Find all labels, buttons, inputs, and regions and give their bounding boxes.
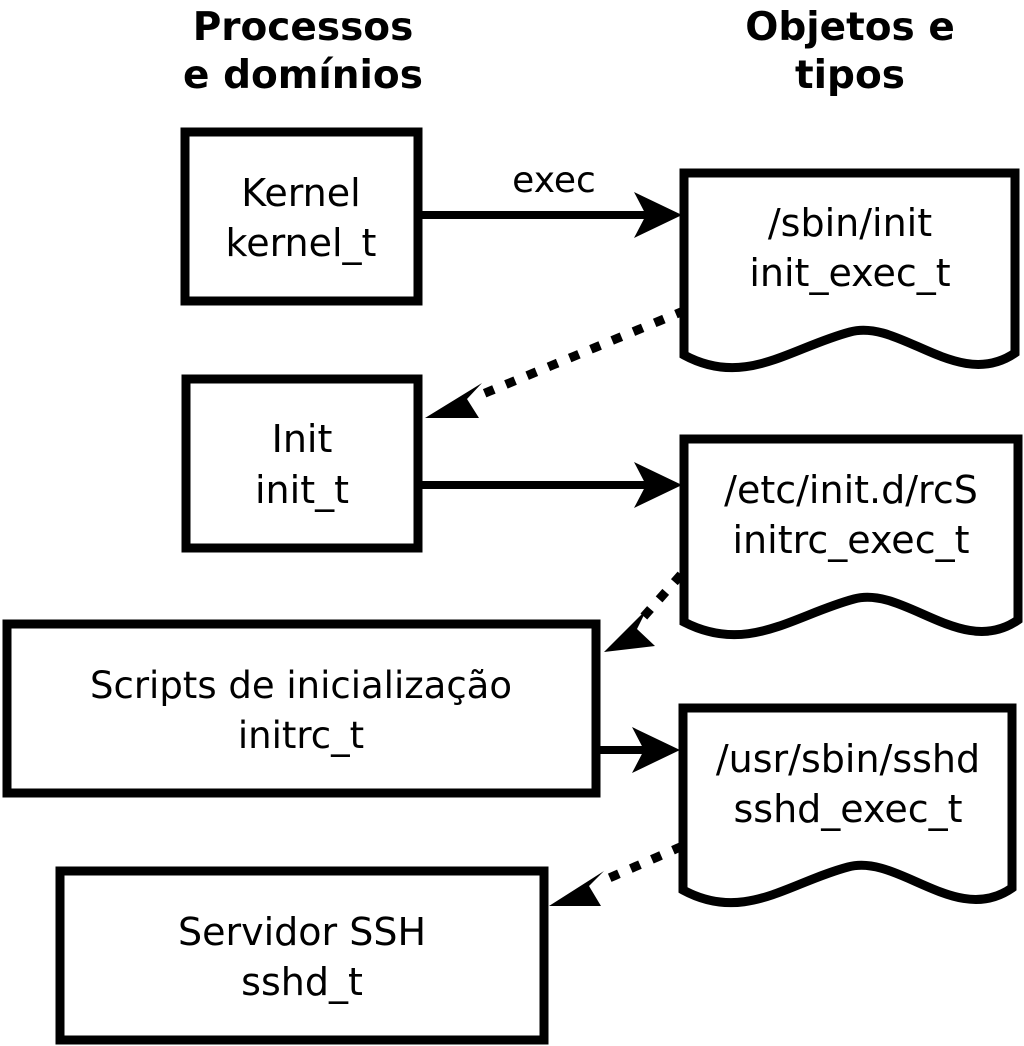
- node-initrc-type: initrc_t: [238, 714, 364, 757]
- node-kernel-box[interactable]: [180, 127, 423, 306]
- arrow-head-init-to-initrc-exec: [634, 462, 682, 508]
- node-kernel-type: kernel_t: [226, 221, 377, 265]
- node-init-box[interactable]: [181, 374, 423, 553]
- edge-line-initrc-exec-to-initrc: [632, 571, 685, 629]
- node-init-type: init_t: [255, 468, 349, 512]
- node-init-exec-doc-shape[interactable]: [679, 168, 1020, 373]
- node-sshd-exec-doc-shape[interactable]: [678, 703, 1017, 908]
- node-sshd-exec[interactable]: /usr/sbin/sshd sshd_exec_t: [678, 703, 1017, 908]
- node-initrc-exec-path: /etc/init.d/rcS: [724, 468, 978, 512]
- edge-label-exec: exec: [512, 160, 596, 201]
- column-header-processes-line2: e domínios: [183, 53, 423, 98]
- node-initrc-name: Scripts de inicialização: [90, 664, 512, 707]
- node-sshd-exec-type: sshd_exec_t: [733, 787, 962, 831]
- edge-kernel-to-init-exec: exec: [422, 160, 682, 238]
- node-init-name: Init: [272, 417, 333, 461]
- arrow-head-init-exec-to-init: [425, 383, 482, 418]
- node-initrc-box[interactable]: [2, 619, 601, 798]
- edge-init-to-initrc-exec: [422, 462, 682, 508]
- column-header-objects: Objetos e tipos: [745, 5, 955, 98]
- node-initrc-exec-doc-shape[interactable]: [679, 434, 1023, 640]
- node-sshd-name: Servidor SSH: [178, 910, 426, 954]
- node-sshd[interactable]: Servidor SSH sshd_t: [55, 866, 549, 1045]
- node-kernel[interactable]: Kernel kernel_t: [180, 127, 423, 306]
- column-header-objects-line2: tipos: [795, 53, 905, 98]
- node-initrc-exec-type: initrc_exec_t: [733, 518, 970, 562]
- edge-sshd-exec-to-sshd: [549, 842, 684, 906]
- edge-init-exec-to-init: [425, 306, 687, 418]
- edge-initrc-exec-to-initrc: [604, 571, 685, 652]
- arrow-head-exec: [634, 192, 682, 238]
- edge-line-init-exec-to-init: [472, 306, 687, 402]
- node-sshd-type: sshd_t: [241, 960, 363, 1004]
- node-initrc-exec[interactable]: /etc/init.d/rcS initrc_exec_t: [679, 434, 1023, 640]
- column-header-processes: Processos e domínios: [183, 5, 423, 98]
- node-kernel-name: Kernel: [241, 171, 360, 215]
- arrow-head-initrc-exec-to-initrc: [604, 609, 655, 652]
- node-init-exec-path: /sbin/init: [768, 201, 932, 245]
- edge-line-sshd-exec-to-sshd: [594, 842, 684, 888]
- node-sshd-box[interactable]: [55, 866, 549, 1045]
- node-initrc[interactable]: Scripts de inicialização initrc_t: [2, 619, 601, 798]
- column-header-objects-line1: Objetos e: [745, 5, 955, 50]
- arrow-head-initrc-to-sshd-exec: [632, 727, 680, 773]
- node-sshd-exec-path: /usr/sbin/sshd: [716, 737, 980, 781]
- node-init-exec-type: init_exec_t: [749, 251, 950, 295]
- node-init[interactable]: Init init_t: [181, 374, 423, 553]
- column-header-processes-line1: Processos: [193, 5, 414, 50]
- arrow-head-sshd-exec-to-sshd: [549, 871, 604, 906]
- edge-initrc-to-sshd-exec: [598, 727, 680, 773]
- node-init-exec[interactable]: /sbin/init init_exec_t: [679, 168, 1020, 373]
